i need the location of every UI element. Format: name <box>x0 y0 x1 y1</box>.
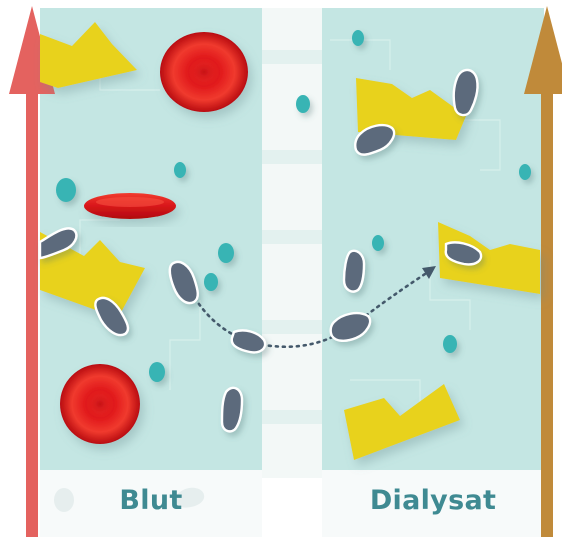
red-blood-cell-icon <box>60 364 140 444</box>
faint-cell-icon <box>54 488 74 512</box>
protein-block-icon <box>344 384 460 460</box>
red-blood-cell-icon <box>160 32 248 112</box>
label-band-right <box>322 470 544 537</box>
blood-label: Blut <box>119 485 183 516</box>
faint-capsule-icon <box>174 487 205 508</box>
solute-capsule-icon <box>38 68 483 433</box>
transfer-path <box>193 270 430 348</box>
arrow-up-icon <box>524 6 562 537</box>
red-blood-cell-icon <box>84 193 176 219</box>
label-band-left <box>40 470 262 537</box>
dialysate-label: Dialysat <box>369 485 497 516</box>
protein-block-icon <box>438 222 540 294</box>
arrowhead-icon <box>422 266 436 279</box>
protein-block-icon <box>40 22 137 88</box>
protein-block-icon <box>40 232 145 318</box>
membrane <box>262 8 322 478</box>
ion-dot-icon <box>56 30 531 382</box>
